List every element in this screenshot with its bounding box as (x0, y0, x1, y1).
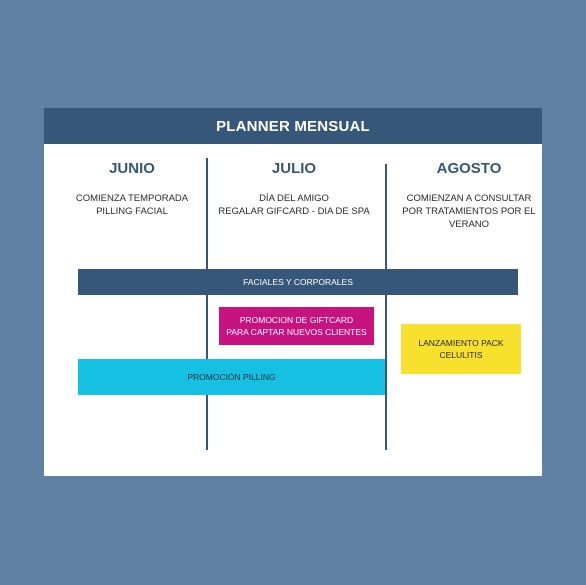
bar-faciales-corporales: FACIALES Y CORPORALES (78, 269, 518, 295)
month-julio: JULIO (271, 160, 317, 177)
month-agosto: AGOSTO (436, 160, 502, 177)
divider-julio-agosto (385, 164, 387, 450)
divider-junio-julio (206, 158, 208, 450)
bar-lanzamiento-celulitis: LANZAMIENTO PACK CELULITIS (401, 324, 521, 374)
planner-title: PLANNER MENSUAL (44, 108, 542, 144)
note-agosto: COMIENZAN A CONSULTAR POR TRATAMIENTOS P… (402, 193, 536, 230)
note-junio: COMIENZA TEMPORADA PILLING FACIAL (75, 193, 189, 217)
note-julio: DÍA DEL AMIGO REGALAR GIFCARD - DIA DE S… (218, 193, 370, 217)
planner-card: PLANNER MENSUAL JUNIO JULIO AGOSTO COMIE… (44, 108, 542, 476)
bar-promocion-pilling: PROMOCIÓN PILLING (78, 359, 385, 395)
bar-promocion-giftcard: PROMOCION DE GIFTCARD PARA CAPTAR NUEVOS… (219, 307, 374, 345)
month-junio: JUNIO (109, 160, 155, 177)
